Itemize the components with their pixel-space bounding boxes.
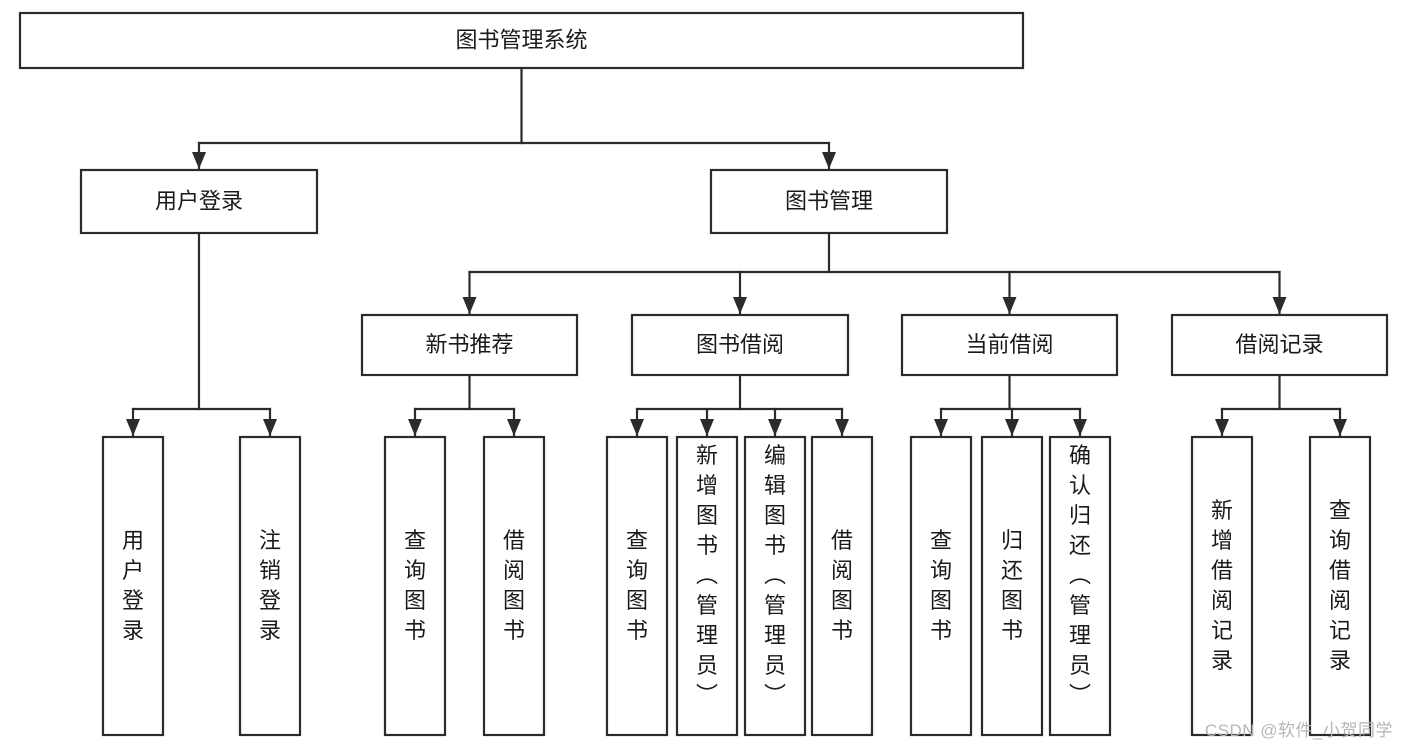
node-leaf-12[interactable]: 查询借阅记录 [1308,435,1372,737]
arrow-head-icon [700,419,714,436]
node-level2-0[interactable]: 用户登录 [79,168,319,235]
node-box[interactable] [482,435,546,737]
node-label: 用户登录 [155,188,243,213]
node-box[interactable] [675,435,739,737]
arrow-head-icon [822,152,836,169]
node-level3-2[interactable]: 当前借阅 [900,313,1119,377]
node-label: 图书管理系统 [455,27,587,52]
arrow-head-icon [934,419,948,436]
connectors-layer [126,66,1347,438]
node-label: 用户登录 [122,528,144,643]
arrow-head-icon [126,419,140,436]
node-leaf-9[interactable]: 归还图书 [980,435,1044,737]
node-box[interactable] [238,435,302,737]
node-leaf-4[interactable]: 查询图书 [605,435,669,737]
arrow-head-icon [1333,419,1347,436]
node-box[interactable] [1190,435,1254,737]
arrow-head-icon [408,419,422,436]
node-leaf-1[interactable]: 注销登录 [238,435,302,737]
node-level3-0[interactable]: 新书推荐 [360,313,579,377]
node-label: 新增借阅记录 [1211,498,1233,673]
node-label: 注销登录 [259,528,281,643]
node-box[interactable] [101,435,165,737]
node-label: 确认归还（管理员） [1069,443,1091,708]
node-label: 新书推荐 [425,332,513,357]
node-label: 图书管理 [785,188,873,213]
node-box[interactable] [360,313,579,377]
node-box[interactable] [383,435,447,737]
node-leaf-0[interactable]: 用户登录 [101,435,165,737]
node-box[interactable] [743,435,807,737]
node-box[interactable] [909,435,973,737]
node-level3-3[interactable]: 借阅记录 [1170,313,1389,377]
arrow-head-icon [1215,419,1229,436]
node-box[interactable] [709,168,949,235]
arrow-head-icon [1073,419,1087,436]
node-box[interactable] [1308,435,1372,737]
node-root-图书管理系统[interactable]: 图书管理系统 [18,11,1025,70]
node-box[interactable] [79,168,319,235]
arrow-head-icon [263,419,277,436]
node-level3-1[interactable]: 图书借阅 [630,313,850,377]
node-label: 查询图书 [930,528,952,643]
node-leaf-7[interactable]: 借阅图书 [810,435,874,737]
node-label: 图书借阅 [696,332,784,357]
node-box[interactable] [1048,435,1112,737]
node-box[interactable] [630,313,850,377]
node-leaf-8[interactable]: 查询图书 [909,435,973,737]
node-label: 借阅图书 [503,528,525,643]
node-box[interactable] [980,435,1044,737]
arrow-head-icon [1272,297,1287,314]
node-label: 查询图书 [404,528,426,643]
node-label: 归还图书 [1001,528,1023,643]
arrow-head-icon [835,419,849,436]
node-leaf-11[interactable]: 新增借阅记录 [1190,435,1254,737]
node-leaf-10[interactable]: 确认归还（管理员） [1048,435,1112,737]
node-leaf-5[interactable]: 新增图书（管理员） [675,435,739,737]
node-box[interactable] [605,435,669,737]
arrow-head-icon [733,297,747,314]
node-leaf-2[interactable]: 查询图书 [383,435,447,737]
node-label: 查询图书 [626,528,648,643]
node-label: 编辑图书（管理员） [764,443,786,708]
arrow-head-icon [462,297,477,314]
node-leaf-6[interactable]: 编辑图书（管理员） [743,435,807,737]
node-box[interactable] [18,11,1025,70]
node-label: 查询借阅记录 [1329,498,1351,673]
arrow-head-icon [630,419,644,436]
arrow-head-icon [1002,297,1017,314]
node-leaf-3[interactable]: 借阅图书 [482,435,546,737]
node-box[interactable] [810,435,874,737]
nodes-layer: 图书管理系统用户登录图书管理新书推荐图书借阅当前借阅借阅记录用户登录注销登录查询… [18,11,1389,737]
node-label: 当前借阅 [965,332,1053,357]
arrow-head-icon [768,419,782,436]
arrow-head-icon [192,152,206,169]
arrow-head-icon [1005,419,1019,436]
node-label: 借阅图书 [831,528,853,643]
arrow-head-icon [507,419,521,436]
node-label: 借阅记录 [1235,332,1323,357]
node-box[interactable] [900,313,1119,377]
node-level2-1[interactable]: 图书管理 [709,168,949,235]
node-label: 新增图书（管理员） [696,443,718,708]
node-box[interactable] [1170,313,1389,377]
